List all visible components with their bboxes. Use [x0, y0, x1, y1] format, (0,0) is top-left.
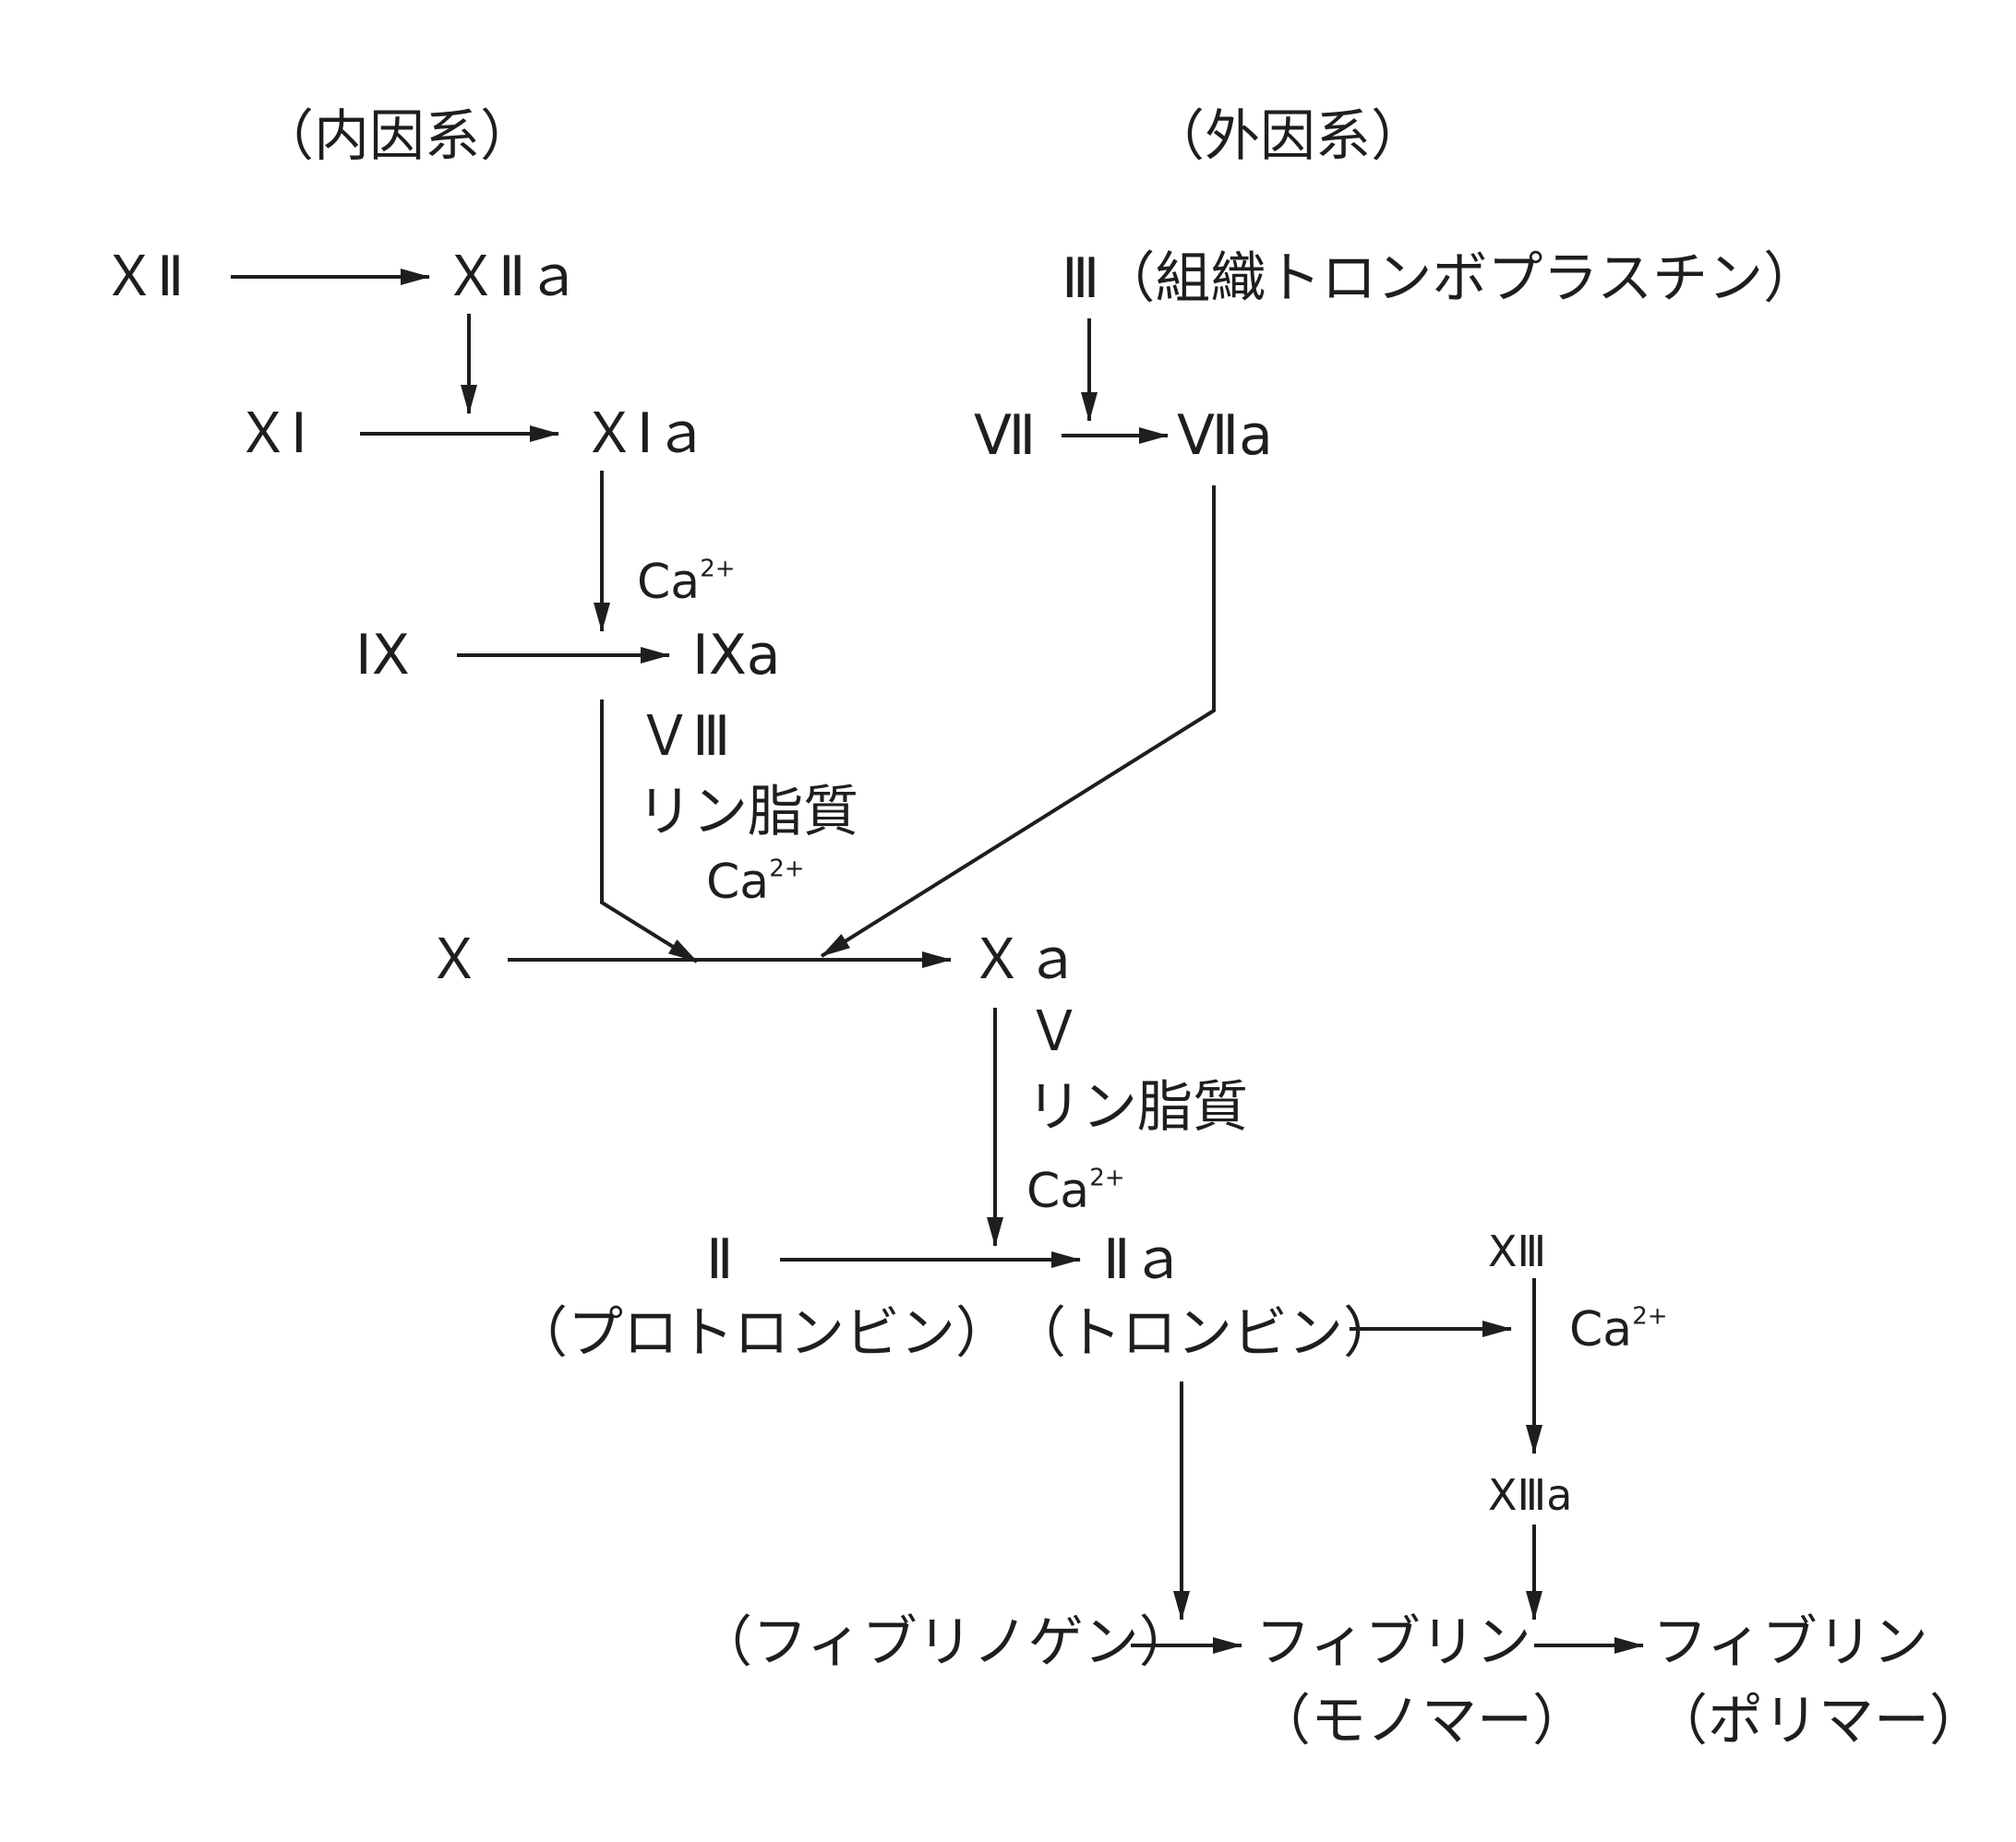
- factor-ixa-label: ⅠXa: [692, 623, 781, 688]
- cofactor-v-label: Ｖ: [1026, 999, 1082, 1064]
- calcium-ion-label-3: Ca2+: [1026, 1164, 1125, 1219]
- factor-xii-label: ＸⅡ: [102, 245, 185, 309]
- calcium-ion-charge-3: 2+: [1089, 1164, 1125, 1192]
- calcium-ion-label-2: Ca2+: [706, 855, 805, 910]
- factor-xiii-label: ⅩⅢ: [1488, 1226, 1547, 1276]
- factor-iia-label: Ⅱａ: [1103, 1227, 1186, 1292]
- fibrin-polymer-label: フィブリン: [1652, 1610, 1928, 1675]
- factor-xa-label: Ｘａ: [969, 927, 1080, 992]
- arrow-ixa-to-x-activation: [600, 700, 699, 963]
- factor-ii-label: Ⅱ: [706, 1227, 734, 1292]
- factor-x-label: Ｘ: [426, 927, 482, 992]
- phospholipid-label-2: リン脂質: [1026, 1075, 1248, 1140]
- factor-xiiia-label: ⅩⅢa: [1488, 1470, 1573, 1520]
- factor-xi-label: ＸⅠ: [235, 401, 307, 466]
- factor-xia-label: ＸⅠａ: [582, 401, 709, 466]
- polymer-label: （ポリマー）: [1652, 1689, 1985, 1753]
- calcium-ion-label-1: Ca2+: [637, 555, 736, 610]
- factor-viia-label: Ⅶa: [1177, 403, 1273, 468]
- factor-ix-label: ⅠX: [355, 623, 410, 688]
- calcium-ion-label-4: Ca2+: [1569, 1302, 1668, 1358]
- prothrombin-label: （プロトロンビン）: [512, 1301, 1011, 1366]
- arrow-viia-to-x-activation: [820, 485, 1216, 958]
- calcium-ion-charge-1: 2+: [700, 555, 736, 583]
- fibrinogen-label: （フィブリノゲン）: [697, 1610, 1194, 1675]
- factor-iii-tissue-thromboplastin-label: Ⅲ（組織トロンボプラスチン）: [1062, 246, 1819, 311]
- extrinsic-pathway-header: （外因系）: [1149, 104, 1426, 169]
- monomer-label: （モノマー）: [1255, 1689, 1588, 1753]
- phospholipid-label-1: リン脂質: [637, 780, 858, 844]
- calcium-ion-charge-2: 2+: [769, 855, 805, 883]
- factor-vii-label: Ⅶ: [974, 403, 1037, 468]
- fibrin-monomer-label: フィブリン: [1255, 1610, 1531, 1675]
- thrombin-label: （トロンビン）: [1011, 1301, 1398, 1366]
- cofactor-viii-label: ＶⅢ: [637, 704, 731, 769]
- factor-xiia-label: ＸⅡａ: [443, 245, 582, 309]
- intrinsic-pathway-header: （内因系）: [258, 104, 535, 169]
- calcium-ion-charge-4: 2+: [1632, 1302, 1668, 1331]
